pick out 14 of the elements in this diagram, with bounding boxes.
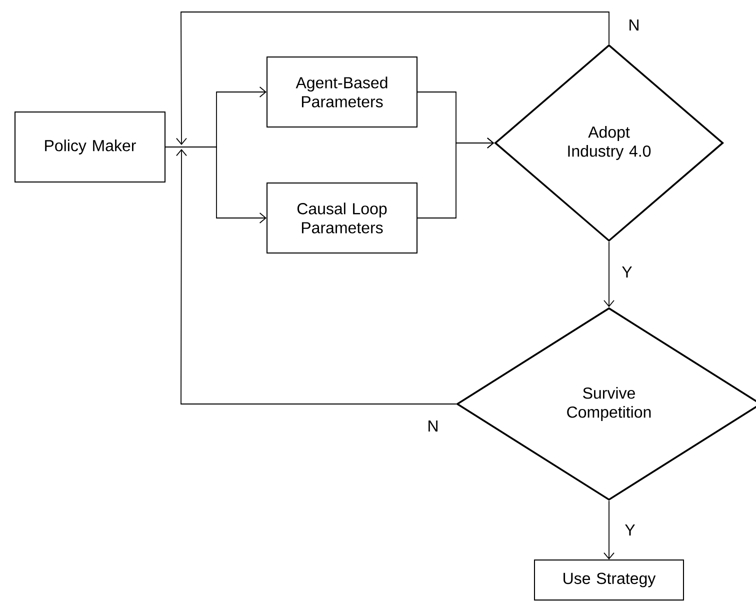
edge-label: Y [624,524,636,536]
arrow [165,146,266,224]
edge-label: N [627,18,641,32]
process-box: Policy Maker [14,112,166,182]
arrow [604,500,614,560]
edge-label: N [426,420,440,432]
arrow [417,138,494,218]
edge-label: Y [620,266,634,278]
arrow [176,149,457,404]
arrow [604,241,614,308]
arrow [176,12,610,145]
process-box: Use Strategy [534,560,684,600]
process-box: Causal Loop Parameters [266,182,418,254]
process-box: Agent-Based Parameters [266,56,418,128]
